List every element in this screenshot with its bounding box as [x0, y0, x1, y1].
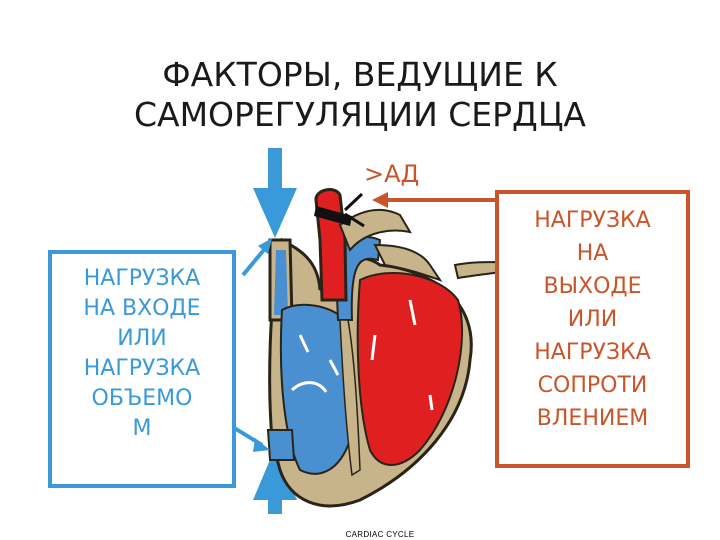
preload-arrow-bottom [253, 448, 297, 514]
blood-pressure-label: >АД [364, 160, 420, 188]
afterload-line-5: НАГРУЗКА [534, 340, 651, 365]
aorta [314, 188, 348, 302]
preload-box: НАГРУЗКА НА ВХОДЕ ИЛИ НАГРУЗКА ОБЪЕМО М [48, 250, 236, 488]
clamp-icon [314, 192, 365, 228]
title-line-2: САМОРЕГУЛЯЦИИ СЕРДЦА [133, 95, 587, 134]
preload-arrow-top [253, 148, 297, 238]
preload-line-1: НАГРУЗКА [83, 266, 201, 291]
preload-line-6: М [132, 416, 152, 441]
inferior-vena-cava [266, 429, 296, 461]
title-line-1: ФАКТОРЫ, ВЕДУЩИЕ К [162, 55, 558, 94]
afterload-box: НАГРУЗКА НА ВЫХОДЕ ИЛИ НАГРУЗКА СОПРОТИ … [495, 190, 690, 468]
afterload-line-3: ВЫХОДЕ [543, 274, 642, 299]
right-heart-chambers [279, 303, 352, 475]
preload-line-3: ИЛИ [117, 326, 167, 351]
flow-arrows [290, 299, 434, 411]
afterload-line-1: НАГРУЗКА [534, 208, 651, 233]
afterload-line-7: ВЛЕНИЕМ [536, 406, 649, 431]
septum [339, 319, 361, 477]
preload-line-4: НАГРУЗКА [83, 356, 201, 381]
figure-caption: CARDIAC CYCLE [345, 530, 415, 539]
afterload-pointer [372, 192, 495, 208]
slide-title: ФАКТОРЫ, ВЕДУЩИЕ К САМОРЕГУЛЯЦИИ СЕРДЦА [0, 55, 720, 135]
preload-line-2: НА ВХОДЕ [83, 296, 201, 321]
afterload-line-4: ИЛИ [567, 307, 618, 332]
preload-line-5: ОБЪЕМО [91, 386, 193, 411]
afterload-line-2: НА [576, 241, 609, 266]
preload-pointer-top [241, 238, 272, 277]
left-heart-chambers [356, 272, 464, 466]
afterload-line-6: СОПРОТИ [537, 373, 648, 398]
